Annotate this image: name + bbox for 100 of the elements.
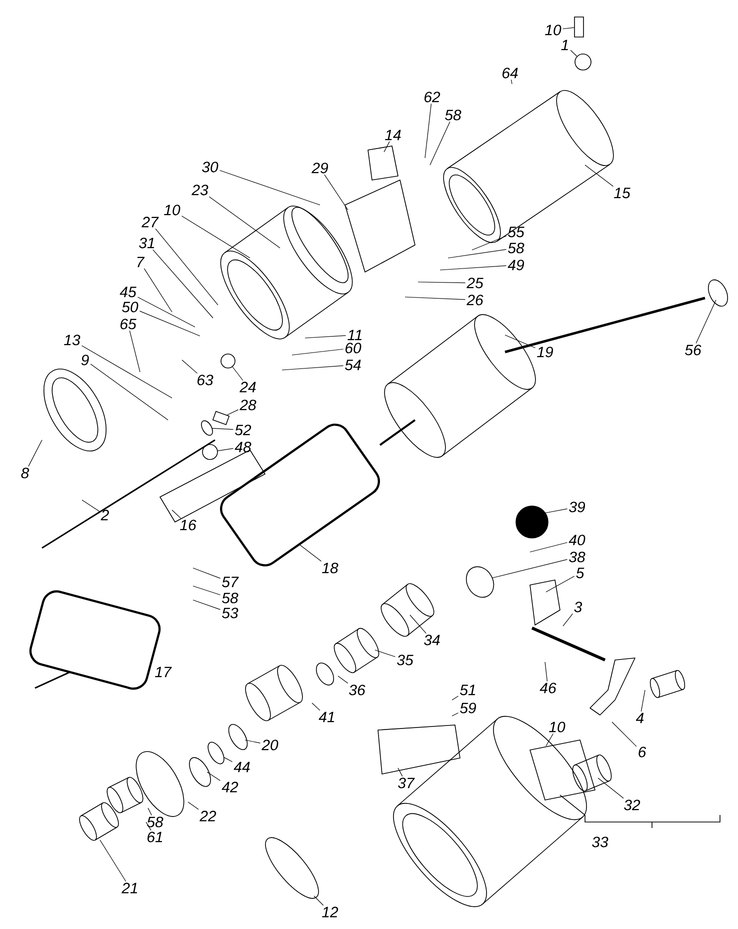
leader-line [640,690,646,712]
pin-drawing [212,410,230,426]
leader-line [155,228,218,306]
leader-line [192,586,221,596]
callout-number: 60 [346,342,362,354]
leader-line [530,542,568,552]
leader-line [562,27,574,30]
callout-number: 42 [222,782,238,792]
callout-number: 58 [508,242,524,254]
leader-line [206,772,221,781]
callout-number: 64 [502,68,518,78]
callout-number: 10 [545,24,562,36]
leader-line [90,364,168,420]
leader-line [148,808,152,816]
callout-number: 26 [466,294,484,306]
callout-number: 17 [155,666,172,678]
callout-number: 55 [508,226,524,238]
callout-number: 39 [569,502,586,512]
leader-line [137,296,196,328]
leader-line [192,600,221,610]
callout-number: 35 [397,654,414,666]
leader-line [172,510,182,519]
leader-line [208,196,280,248]
leader-line [226,409,239,416]
callout-number: 2 [100,510,109,520]
callout-number: 54 [344,360,361,370]
callout-number: 41 [318,712,334,722]
callout-number: 57 [222,576,239,588]
callout-number: 29 [312,162,328,174]
callout-number: 11 [348,330,362,340]
callout-number: 21 [122,882,138,894]
leader-line [314,896,324,906]
callout-number: 32 [624,800,640,810]
callout-number: 53 [222,608,238,618]
leader-line [81,345,172,398]
leader-line [338,676,348,684]
leader-line [244,740,261,744]
washer-drawing [202,444,218,460]
leader-line [129,330,140,372]
leader-line [452,696,459,700]
callout-number: 62 [424,92,440,102]
callout-number: 56 [684,344,702,356]
callout-number: 16 [180,520,196,530]
leader-line [424,103,432,158]
leader-line [440,265,507,270]
callout-number: 61 [148,832,162,842]
washer-drawing [201,420,213,436]
callout-number: 38 [569,552,586,562]
callout-number: 5 [576,568,584,578]
leader-line [28,440,42,467]
leader-line [612,722,637,747]
callout-number: 65 [120,318,136,330]
callout-number: 7 [137,256,145,268]
leader-line [510,79,512,84]
callout-number: 6 [638,746,646,758]
leader-line [212,428,234,430]
callout-number: 8 [21,468,30,478]
leader-line [82,500,100,512]
callout-number: 31 [139,238,154,248]
leader-line [312,702,320,711]
callout-number: 50 [122,302,138,312]
callout-number: 46 [540,682,556,694]
callout-number: 4 [636,712,644,724]
leader-line [430,121,450,166]
leader-line [144,268,172,312]
leader-line [472,236,507,250]
leader-line [398,768,403,777]
leader-line [410,614,426,634]
callout-number: 14 [385,130,401,140]
leader-line [452,712,459,716]
callout-number: 27 [142,216,159,228]
leader-line [696,300,716,344]
leader-line [598,778,624,799]
callout-number: 13 [64,334,80,346]
callout-number: 19 [537,346,554,358]
callout-number: 58 [222,592,238,604]
callout-number: 44 [234,762,250,772]
leader-line [282,365,344,370]
leader-line [562,613,573,626]
callout-number: 63 [198,374,214,386]
callout-number: 3 [574,602,582,612]
leader-line [224,757,233,762]
callout-number: 20 [262,740,278,750]
leader-line [139,310,200,336]
leader-line [100,840,126,882]
leader-line [324,174,348,210]
leader-line [192,568,221,579]
callout-number: 12 [322,906,338,918]
callout-number: 45 [120,286,136,298]
leader-line [504,334,536,348]
callout-number: 23 [192,184,208,196]
leader-line [570,50,578,57]
callout-number: 34 [424,634,440,646]
callout-number: 48 [234,442,252,452]
washer-drawing [208,742,224,764]
leader-line [384,141,390,152]
callout-number: 9 [81,354,89,366]
callout-number: 36 [349,684,366,696]
callout-number: 59 [460,702,476,714]
leader-line [218,448,234,452]
